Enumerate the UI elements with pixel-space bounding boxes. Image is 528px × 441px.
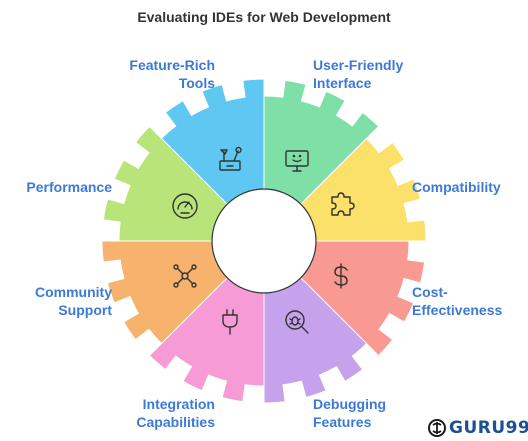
dollar-icon — [334, 263, 348, 289]
label-compatibility: Compatibility — [412, 179, 501, 195]
label-integration-capabilities: Integration Capabilities — [136, 396, 215, 430]
label-feature-rich-tools: Feature-Rich Tools — [129, 57, 215, 91]
label-community-support: Community Support — [35, 284, 112, 318]
puzzle-icon — [331, 192, 355, 216]
label-performance: Performance — [26, 179, 112, 195]
label-cost-effectiveness: Cost- Effectiveness — [412, 284, 503, 318]
label-debugging-features: Debugging Features — [313, 396, 387, 430]
network-icon — [173, 264, 197, 288]
label-user-friendly-interface: User-Friendly Interface — [313, 57, 404, 91]
monitor-icon — [285, 150, 309, 172]
logo-text: GURU99 — [449, 418, 528, 438]
guru99-logo: GURU99 — [428, 418, 528, 438]
plug-icon — [222, 309, 238, 335]
toolbox-icon — [219, 146, 242, 171]
gear-hub — [211, 188, 317, 294]
diagram-title: Evaluating IDEs for Web Development — [137, 9, 391, 25]
guru99-logo-icon — [428, 419, 446, 437]
bug-search-icon — [285, 310, 309, 334]
speedometer-icon — [172, 193, 198, 219]
